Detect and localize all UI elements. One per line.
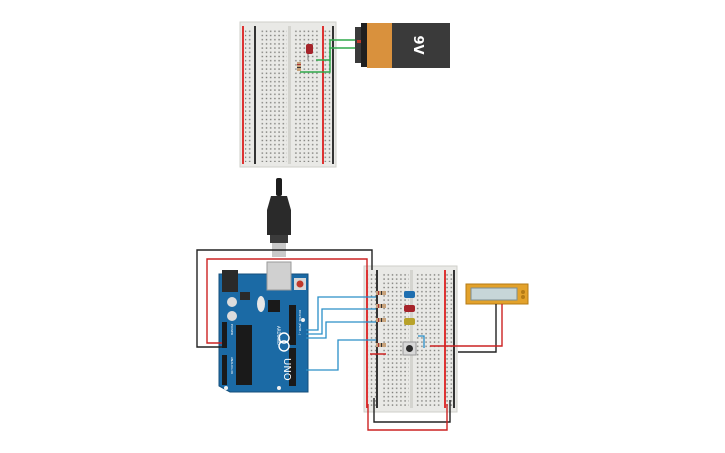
arduino-analog-label: ANALOG IN (230, 357, 234, 374)
led-red[interactable] (404, 305, 415, 312)
resistor-3[interactable] (376, 318, 386, 322)
arduino-power-label: POWER (230, 324, 234, 335)
led-blue[interactable] (404, 291, 415, 298)
red-wires[interactable] (206, 258, 503, 431)
arduino-brand: UNO (281, 358, 292, 381)
top-breadboard[interactable] (239, 21, 337, 168)
arduino-maker: ARDUINO (276, 326, 281, 345)
resistor-2[interactable] (376, 304, 386, 308)
resistor-1[interactable] (376, 291, 386, 295)
small-led[interactable] (306, 44, 313, 60)
led-yellow[interactable] (404, 318, 415, 325)
push-button[interactable] (402, 341, 417, 356)
usb-cable[interactable] (267, 178, 291, 257)
battery-9v[interactable]: 9V (355, 23, 450, 68)
black-wires[interactable] (196, 249, 497, 423)
arduino-digital-label: DIGITAL (PWM~) (298, 310, 302, 335)
arduino-uno[interactable]: UNO ARDUINO DIGITAL (PWM~) POWER ANALOG … (218, 261, 309, 393)
bottom-breadboard[interactable] (363, 265, 458, 413)
top-resistor[interactable] (297, 62, 301, 71)
lcd-display[interactable] (465, 283, 529, 305)
green-wires[interactable] (300, 39, 360, 73)
battery-label: 9V (410, 35, 425, 54)
resistor-4[interactable] (376, 343, 386, 347)
blue-wires[interactable] (306, 296, 425, 371)
